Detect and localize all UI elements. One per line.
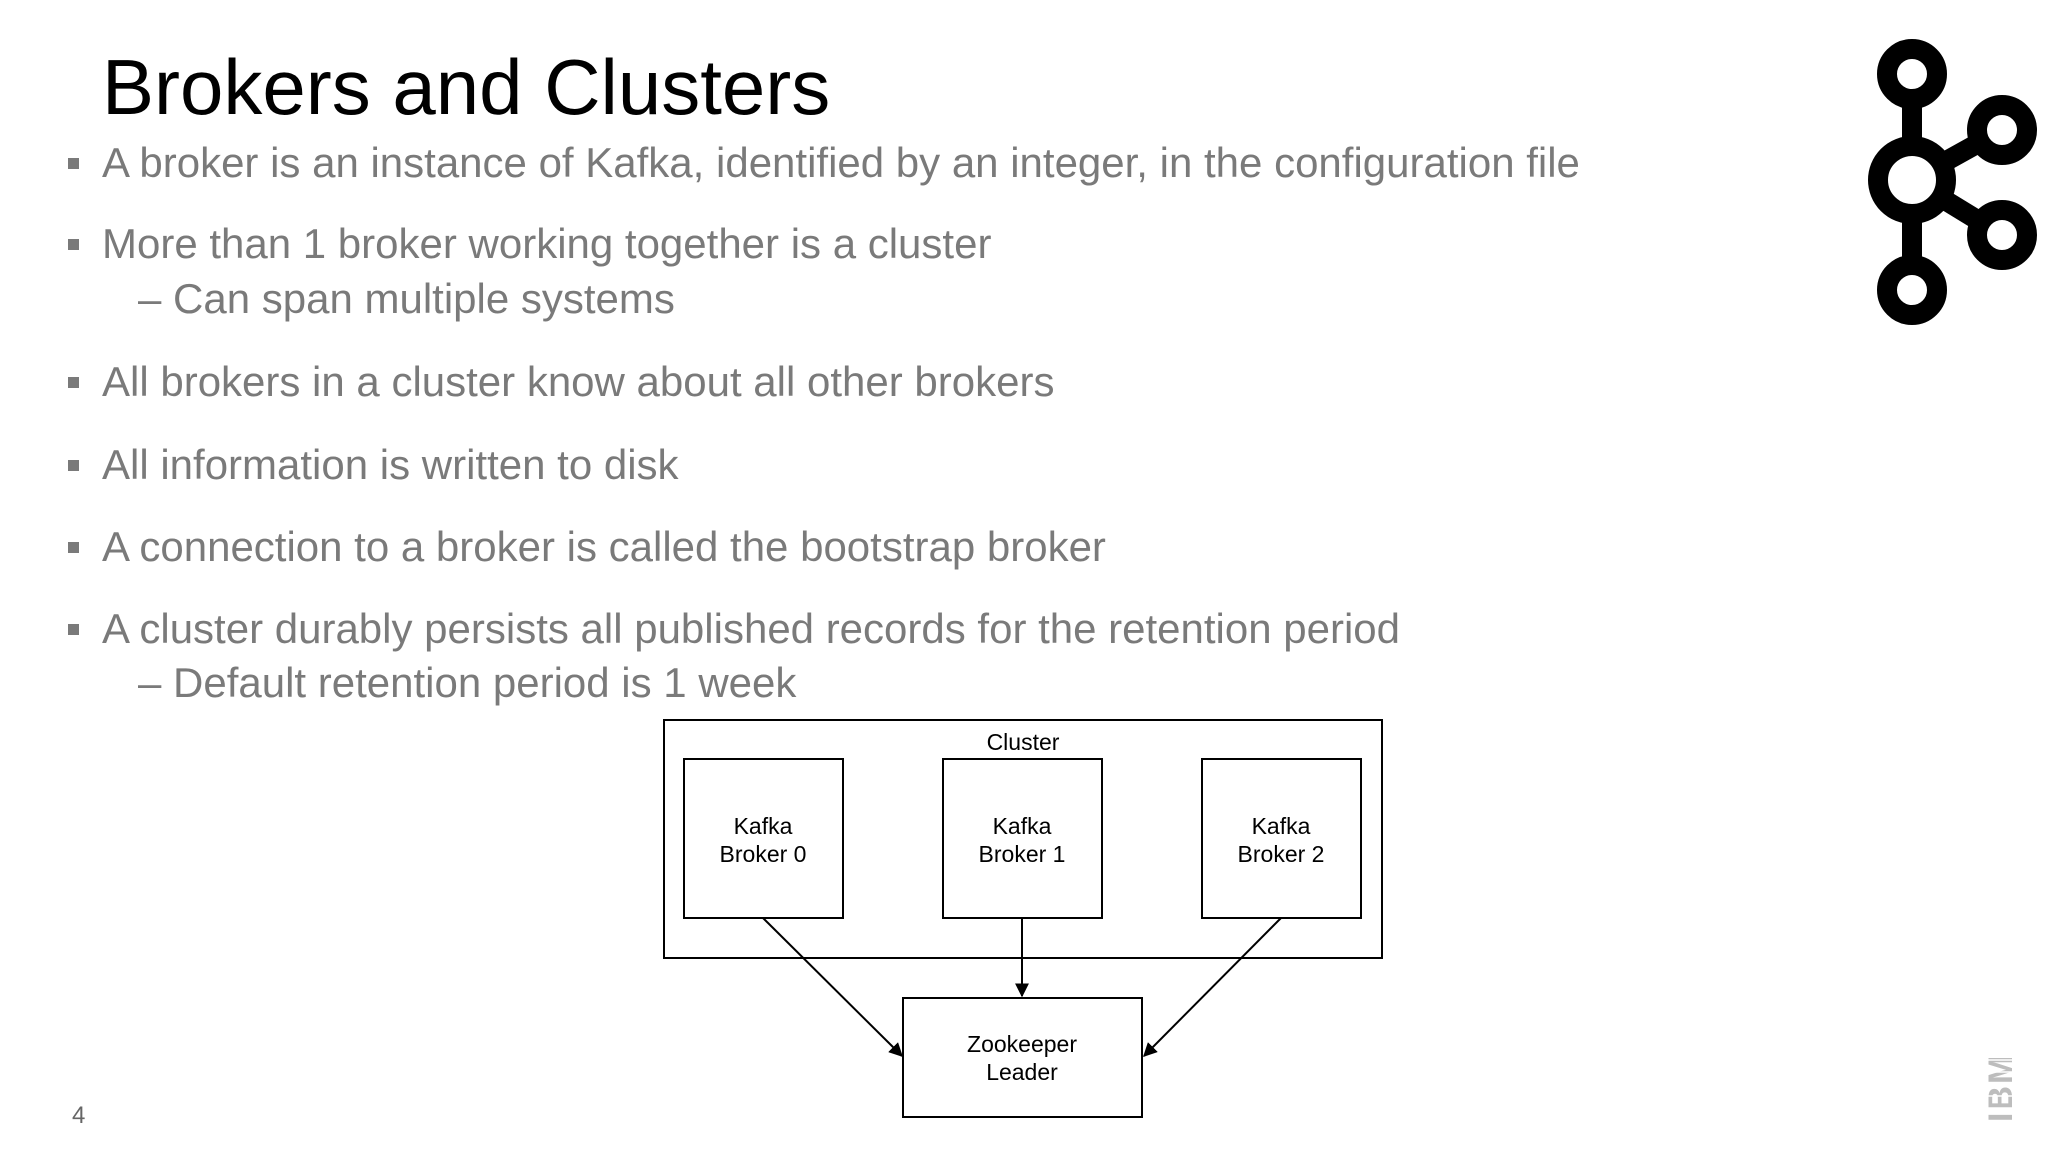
broker-box: Kafka Broker 0 [683, 758, 844, 919]
bullet-marker [68, 239, 79, 250]
bullet-marker [68, 460, 79, 471]
zookeeper-label-line1: Zookeeper [967, 1031, 1077, 1057]
broker-label-line2: Broker 0 [720, 841, 807, 867]
svg-text:IBM: IBM [1982, 1054, 2020, 1122]
arrow-broker0-to-zookeeper [762, 917, 903, 1057]
bullet-item: A connection to a broker is called the b… [68, 522, 1106, 572]
zookeeper-label-line2: Leader [986, 1059, 1058, 1085]
bullet-text: A broker is an instance of Kafka, identi… [102, 139, 1580, 186]
bullet-text: All information is written to disk [102, 441, 679, 488]
bullet-item: A cluster durably persists all published… [68, 604, 1401, 654]
sub-bullet-text: – Default retention period is 1 week [138, 659, 797, 706]
bullet-marker [68, 158, 79, 169]
sub-bullet-text: – Can span multiple systems [138, 275, 675, 322]
page-number: 4 [72, 1102, 86, 1129]
broker-label-line2: Broker 1 [979, 841, 1066, 867]
bullet-item: More than 1 broker working together is a… [68, 219, 992, 269]
bullet-marker [68, 377, 79, 388]
ibm-logo: IBM [1982, 1035, 2022, 1122]
arrow-broker2-to-zookeeper [1143, 917, 1282, 1057]
zookeeper-box: Zookeeper Leader [902, 997, 1143, 1118]
bullet-item: All brokers in a cluster know about all … [68, 357, 1055, 407]
bullet-item: All information is written to disk [68, 440, 679, 490]
broker-box: Kafka Broker 1 [942, 758, 1103, 919]
bullet-marker [68, 542, 79, 553]
broker-box: Kafka Broker 2 [1201, 758, 1362, 919]
slide-title: Brokers and Clusters [102, 43, 831, 131]
cluster-label: Cluster [987, 729, 1060, 755]
cluster-diagram: Cluster Kafka Broker 0 Kafka Broker 1 Ka… [663, 719, 1383, 1118]
bullet-text: All brokers in a cluster know about all … [102, 358, 1055, 405]
broker-label-line1: Kafka [734, 813, 793, 839]
broker-label-line1: Kafka [1252, 813, 1311, 839]
broker-label-line1: Kafka [993, 813, 1052, 839]
bullet-item: A broker is an instance of Kafka, identi… [68, 138, 1580, 188]
bullet-text: A connection to a broker is called the b… [102, 523, 1106, 570]
broker-label-line2: Broker 2 [1238, 841, 1325, 867]
bullet-text: More than 1 broker working together is a… [102, 220, 992, 267]
kafka-logo [1868, 39, 2037, 325]
bullet-text: A cluster durably persists all published… [102, 605, 1401, 652]
bullet-marker [68, 624, 79, 635]
